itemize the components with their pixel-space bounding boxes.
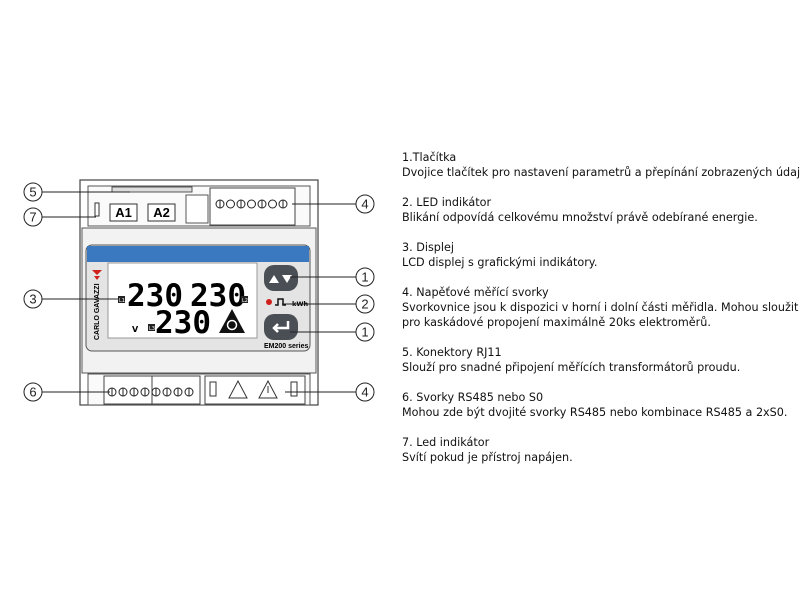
terminal-a1 — [109, 203, 138, 222]
svg-text:5: 5 — [29, 185, 36, 200]
hazard-icon — [228, 379, 248, 399]
up-down-button[interactable] — [264, 265, 298, 291]
svg-text:V: V — [132, 325, 139, 334]
voltage-terminal-block-bottom — [204, 375, 306, 405]
svg-text:230: 230 — [127, 278, 183, 314]
svg-text:L1: L1 — [119, 298, 125, 304]
brand-label: CARLO GAVAZZI — [94, 283, 101, 340]
callout-5: 5 — [23, 182, 43, 202]
bottom-terminals — [103, 375, 306, 405]
brand-logo-icon — [92, 270, 102, 280]
terminal-screw — [226, 199, 235, 209]
callout-7: 7 — [23, 207, 43, 227]
terminal-screw — [268, 199, 277, 209]
svg-text:4: 4 — [361, 385, 368, 400]
pulse-icon — [275, 298, 286, 306]
callout-4-top: 4 — [355, 194, 375, 214]
svg-text:230: 230 — [155, 305, 211, 341]
enter-icon — [272, 321, 290, 333]
svg-text:6: 6 — [29, 385, 36, 400]
leader-lines — [42, 191, 356, 393]
svg-text:2: 2 — [361, 297, 368, 312]
callout-1-top: 1 — [355, 267, 375, 287]
callout-4-bottom: 4 — [355, 382, 375, 402]
svg-text:3: 3 — [29, 292, 36, 307]
top-terminals: A1 A2 — [94, 186, 296, 226]
callout-6: 6 — [23, 382, 43, 402]
caution-icon — [258, 379, 278, 399]
svg-text:230: 230 — [190, 278, 246, 314]
callout-2: 2 — [355, 294, 375, 314]
callout-1-bottom: 1 — [355, 322, 375, 342]
rj11-connector — [111, 186, 193, 193]
svg-text:1: 1 — [361, 270, 368, 285]
up-down-arrows-icon — [269, 275, 292, 283]
front-panel: CARLO GAVAZZI 230 230 230 L1 L2 L3 V kWh… — [85, 244, 311, 352]
terminal-a2 — [147, 203, 176, 222]
blue-band — [87, 246, 309, 262]
power-led — [94, 202, 100, 217]
svg-text:L2: L2 — [242, 298, 248, 304]
terminal-screw — [247, 199, 256, 209]
callout-3: 3 — [23, 289, 43, 309]
svg-text:A2: A2 — [153, 205, 170, 220]
energy-led — [266, 299, 272, 305]
svg-text:A1: A1 — [115, 205, 132, 220]
model-label: EM200 series — [264, 343, 308, 350]
svg-text:L3: L3 — [149, 326, 155, 332]
svg-text:4: 4 — [361, 197, 368, 212]
svg-text:1: 1 — [361, 325, 368, 340]
svg-text:7: 7 — [29, 210, 36, 225]
warning-triangle-icon — [219, 309, 245, 333]
